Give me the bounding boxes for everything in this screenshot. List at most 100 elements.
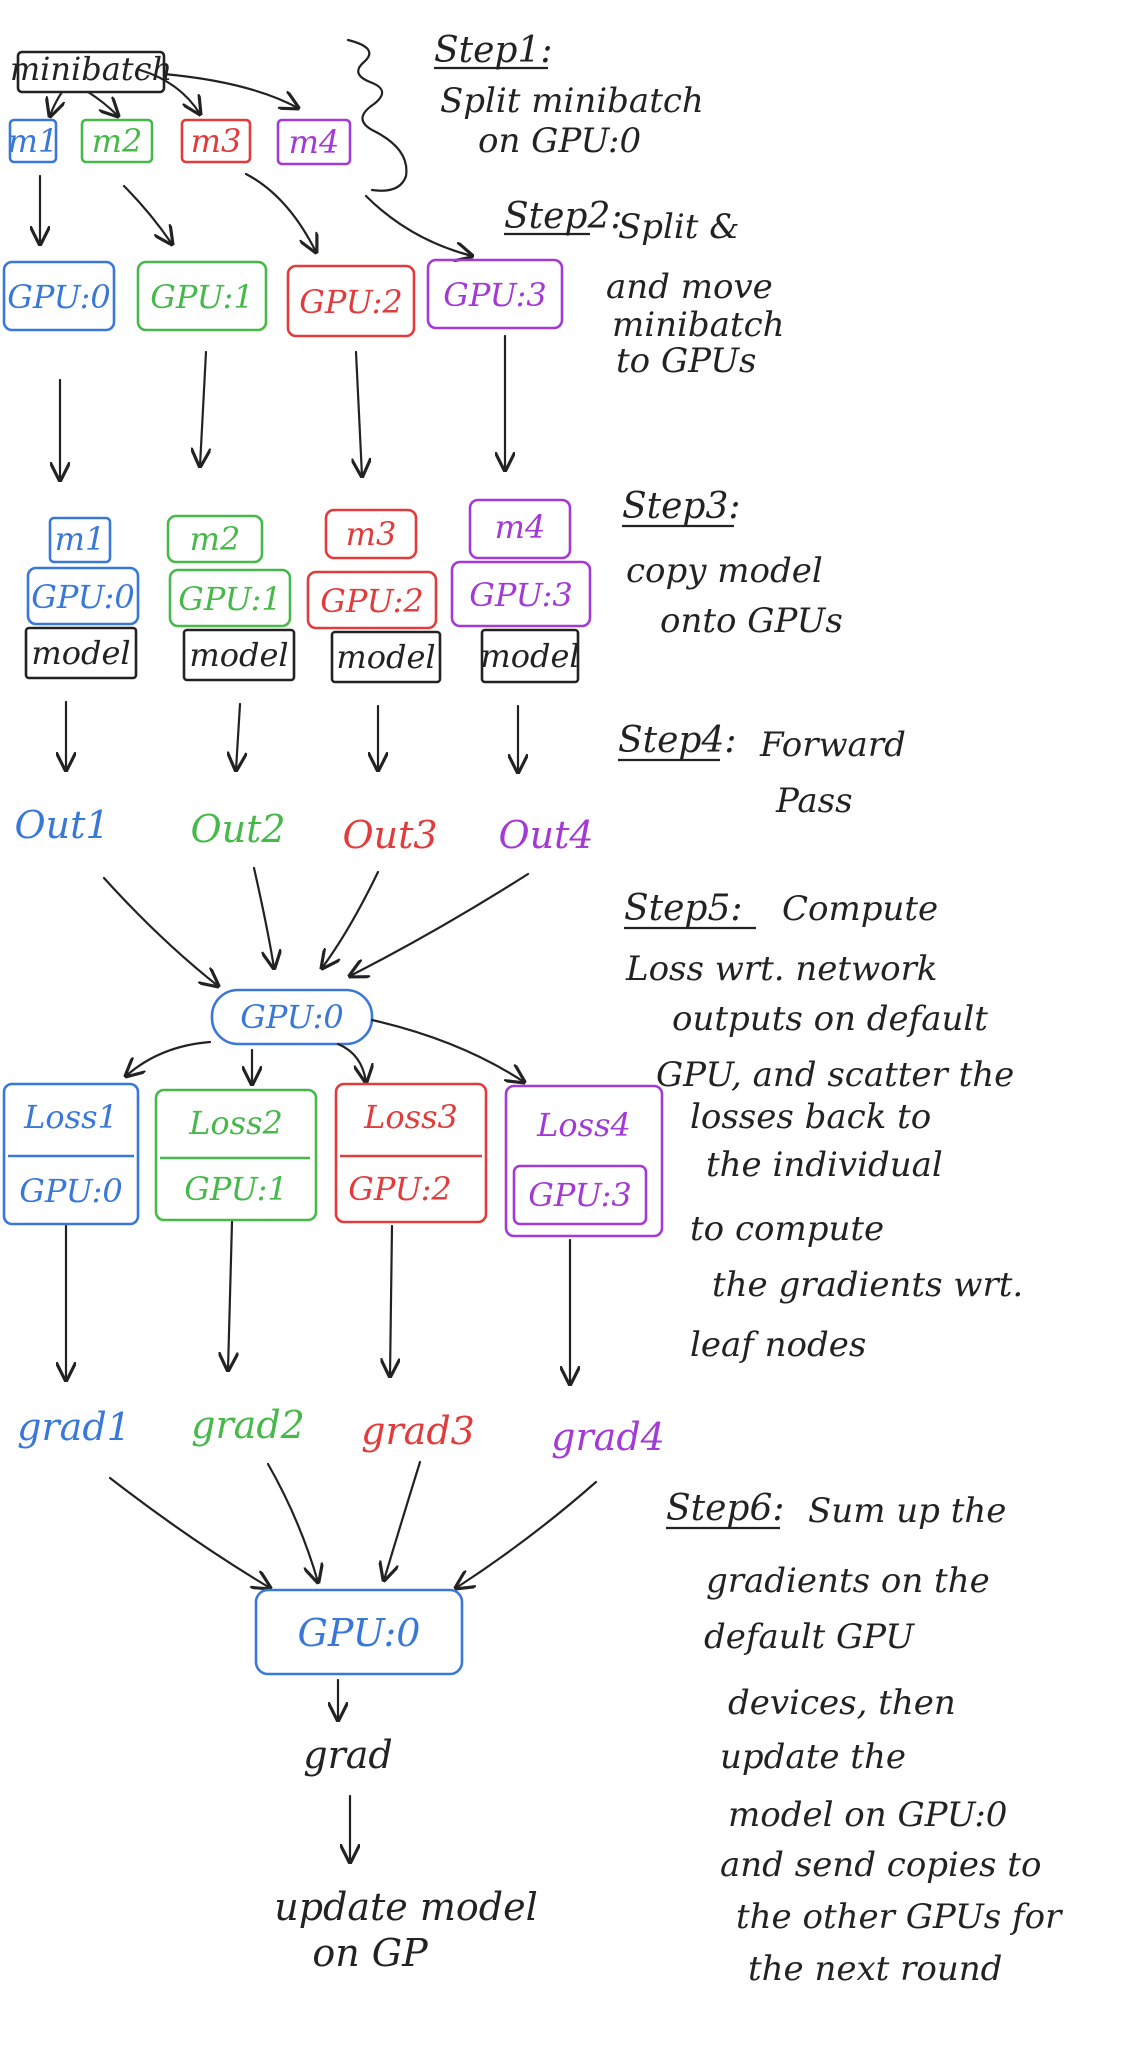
svg-text:m2: m2 xyxy=(92,122,143,160)
final-gpu-box xyxy=(254,1588,464,1676)
svg-text:model on GPU:0: model on GPU:0 xyxy=(728,1795,1007,1835)
brace-split xyxy=(346,38,408,192)
loss-box-1: Loss1 GPU:0 xyxy=(2,1082,140,1226)
svg-text:to compute: to compute xyxy=(690,1209,884,1249)
update-line-1: update model xyxy=(274,1885,538,1929)
out-label-3: Out3 xyxy=(342,813,437,857)
svg-text:GPU:3: GPU:3 xyxy=(528,1176,632,1214)
arrow-out4-center xyxy=(350,872,530,976)
svg-text:GPU:1: GPU:1 xyxy=(178,580,282,618)
svg-text:Split &: Split & xyxy=(618,207,740,247)
svg-text:outputs on default: outputs on default xyxy=(672,999,988,1039)
model-stack-1: m2 GPU:1 model xyxy=(166,514,296,682)
arrow-m3-gpu2 xyxy=(244,172,316,252)
svg-text:onto GPUs: onto GPUs xyxy=(660,601,843,641)
step2-note: Step2: Split & and move minibatch to GPU… xyxy=(504,196,785,381)
svg-text:Loss2: Loss2 xyxy=(188,1104,283,1142)
arrow-minibatch-m3 xyxy=(138,68,200,114)
svg-text:GPU:3: GPU:3 xyxy=(443,276,547,314)
arrow-center-loss3 xyxy=(336,1042,366,1082)
arrow-center-loss4 xyxy=(370,1018,524,1082)
model-stack-0: m1 GPU:0 model xyxy=(24,516,140,680)
arrow-gpu2-down xyxy=(356,350,362,476)
grad-label-2: grad2 xyxy=(191,1403,305,1447)
svg-text:model: model xyxy=(31,634,130,672)
loss-box-4: Loss4 GPU:3 xyxy=(504,1084,664,1238)
svg-text:Step2:: Step2: xyxy=(504,196,623,237)
svg-text:update the: update the xyxy=(720,1737,906,1777)
svg-text:gradients on the: gradients on the xyxy=(706,1561,990,1601)
svg-text:model: model xyxy=(189,636,288,674)
arrow-grad1-final xyxy=(108,1476,270,1588)
arrow-grad2-final xyxy=(266,1462,318,1582)
minibatch-box xyxy=(16,50,166,94)
svg-text:Loss4: Loss4 xyxy=(536,1106,631,1144)
arrow-center-loss1 xyxy=(126,1040,212,1076)
model-stacks: m1 GPU:0 model m2 GPU:1 model m3 GPU:2 m… xyxy=(24,498,592,684)
svg-text:Pass: Pass xyxy=(775,781,853,821)
svg-text:and move: and move xyxy=(606,267,773,307)
arrow-minibatch-m4 xyxy=(162,72,298,108)
gpu-box-1: GPU:1 xyxy=(136,260,268,332)
svg-text:m1: m1 xyxy=(8,122,59,160)
arrow-out3-center xyxy=(322,870,380,968)
arrow-loss3-grad xyxy=(390,1224,392,1376)
svg-text:GPU:2: GPU:2 xyxy=(299,283,403,321)
update-line-2: on GP xyxy=(312,1931,429,1975)
arrow-m2-gpu1 xyxy=(122,184,172,244)
svg-text:GPU:1: GPU:1 xyxy=(150,278,254,316)
svg-text:Sum up the: Sum up the xyxy=(808,1491,1006,1531)
arrow-out2-center xyxy=(252,866,274,968)
gpu-row: GPU:0 GPU:1 GPU:2 GPU:3 xyxy=(2,258,564,338)
svg-text:Step5:: Step5: xyxy=(624,888,743,929)
step1-note: Step1: Split minibatch on GPU:0 xyxy=(434,30,704,161)
svg-text:the other GPUs for: the other GPUs for xyxy=(736,1897,1063,1937)
svg-text:model: model xyxy=(336,638,435,676)
svg-text:m2: m2 xyxy=(190,520,241,558)
svg-text:the next round: the next round xyxy=(748,1949,1002,1989)
svg-text:GPU:1: GPU:1 xyxy=(184,1170,288,1208)
minibatch-split-chunks: m1 m2 m3 m4 xyxy=(8,118,352,166)
svg-text:Step6:: Step6: xyxy=(666,1488,785,1529)
svg-text:GPU:3: GPU:3 xyxy=(469,576,573,614)
grads-row: grad1 grad2 grad3 grad4 xyxy=(17,1403,665,1459)
svg-text:the individual: the individual xyxy=(706,1145,943,1185)
svg-text:copy model: copy model xyxy=(626,551,823,591)
out-label-4: Out4 xyxy=(498,813,593,857)
svg-text:losses back to: losses back to xyxy=(690,1097,931,1137)
svg-text:Step4:: Step4: xyxy=(618,720,737,761)
svg-text:m3: m3 xyxy=(191,122,242,160)
minibatch-label: minibatch xyxy=(10,50,172,88)
loss-box-3: Loss3 GPU:2 xyxy=(334,1082,488,1224)
outputs-row: Out1 Out2 Out3 Out4 xyxy=(14,803,593,857)
svg-text:GPU:0: GPU:0 xyxy=(19,1172,123,1210)
svg-text:devices, then: devices, then xyxy=(728,1683,956,1723)
svg-text:m4: m4 xyxy=(289,123,340,161)
svg-text:and send copies to: and send copies to xyxy=(720,1845,1041,1885)
arrow-loss2-grad xyxy=(228,1220,232,1370)
arrow-grad4-final xyxy=(456,1480,598,1588)
svg-text:Step3:: Step3: xyxy=(622,486,741,527)
grad-label-1: grad1 xyxy=(17,1405,131,1449)
arrow-grad3-final xyxy=(384,1460,422,1580)
grad-label-4: grad4 xyxy=(551,1415,665,1459)
arrow-minibatch-m1 xyxy=(50,90,62,116)
svg-text:default GPU: default GPU xyxy=(704,1617,915,1657)
arrow-model1-out xyxy=(236,702,240,770)
loss-row: Loss1 GPU:0 Loss2 GPU:1 Loss3 GPU:2 Loss… xyxy=(2,1082,664,1238)
svg-text:GPU:0: GPU:0 xyxy=(7,278,111,316)
mini-chunk-3: m3 xyxy=(180,118,252,164)
gpu-box-3: GPU:3 xyxy=(426,258,564,330)
final-grad-label: grad xyxy=(303,1733,392,1777)
svg-text:leaf nodes: leaf nodes xyxy=(690,1325,866,1365)
arrow-m4-gpu3 xyxy=(364,194,472,256)
svg-text:GPU:2: GPU:2 xyxy=(348,1170,452,1208)
svg-text:GPU:0: GPU:0 xyxy=(31,578,135,616)
svg-text:m1: m1 xyxy=(55,520,106,558)
grad-label-3: grad3 xyxy=(361,1409,475,1453)
arrow-minibatch-m2 xyxy=(86,90,118,116)
svg-text:minibatch: minibatch xyxy=(612,305,785,345)
svg-text:Forward: Forward xyxy=(759,725,906,765)
gpu-box-0: GPU:0 xyxy=(2,260,116,332)
